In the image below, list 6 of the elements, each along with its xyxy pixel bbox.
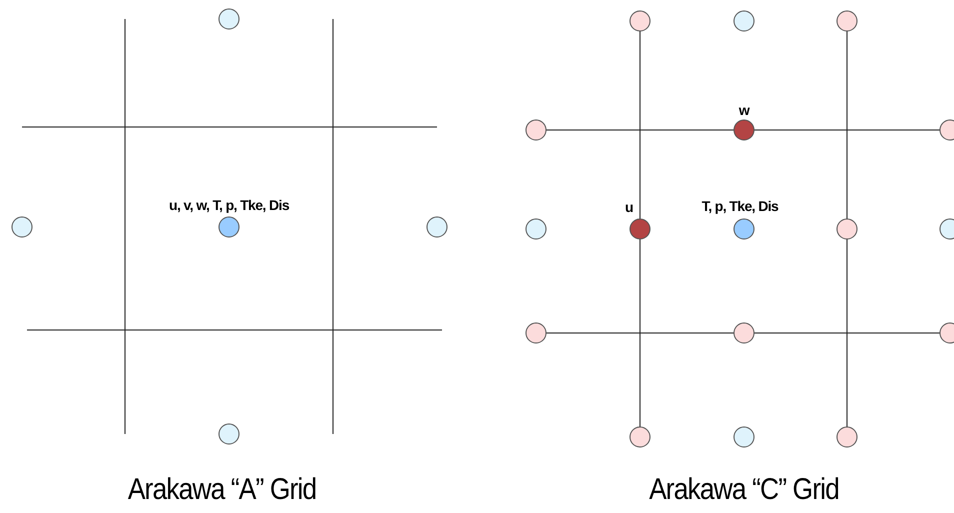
variable-label: w xyxy=(738,103,750,117)
grid-title: Arakawa “C” Grid xyxy=(649,475,839,505)
variable-label: u, v, w, T, p, Tke, Dis xyxy=(169,198,289,212)
variable-label: u xyxy=(625,200,633,214)
grid-title: Arakawa “A” Grid xyxy=(128,475,316,505)
variable-label: T, p, Tke, Dis xyxy=(702,199,778,213)
